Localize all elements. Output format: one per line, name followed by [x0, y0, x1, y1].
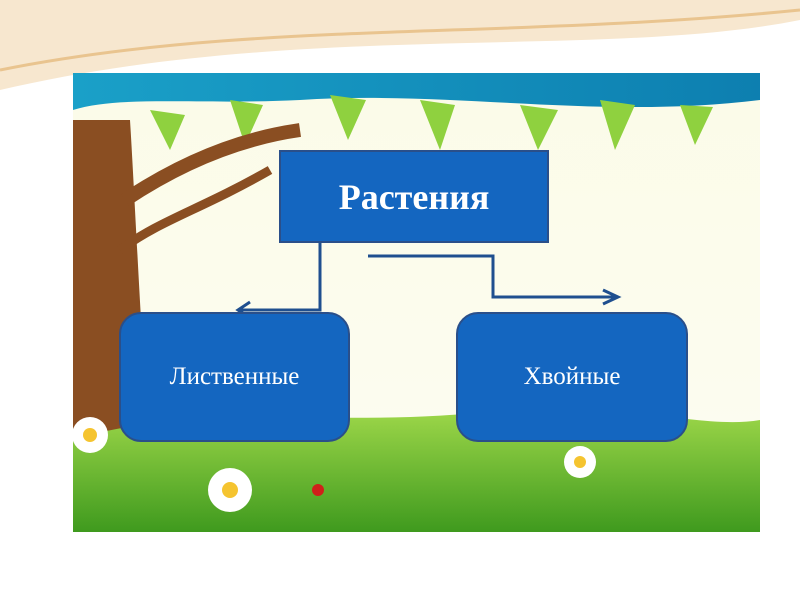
root-node-plants: Растения: [279, 150, 549, 243]
daisies: [72, 417, 596, 512]
blue-band: [73, 73, 760, 110]
child-node-label: Лиственные: [169, 363, 300, 390]
child-node-coniferous: Хвойные: [456, 312, 688, 442]
ladybug: [312, 484, 324, 496]
root-node-label: Растения: [338, 176, 490, 217]
child-node-deciduous: Лиственные: [119, 312, 350, 442]
top-swoosh: [0, 0, 800, 90]
child-node-label: Хвойные: [523, 363, 621, 390]
